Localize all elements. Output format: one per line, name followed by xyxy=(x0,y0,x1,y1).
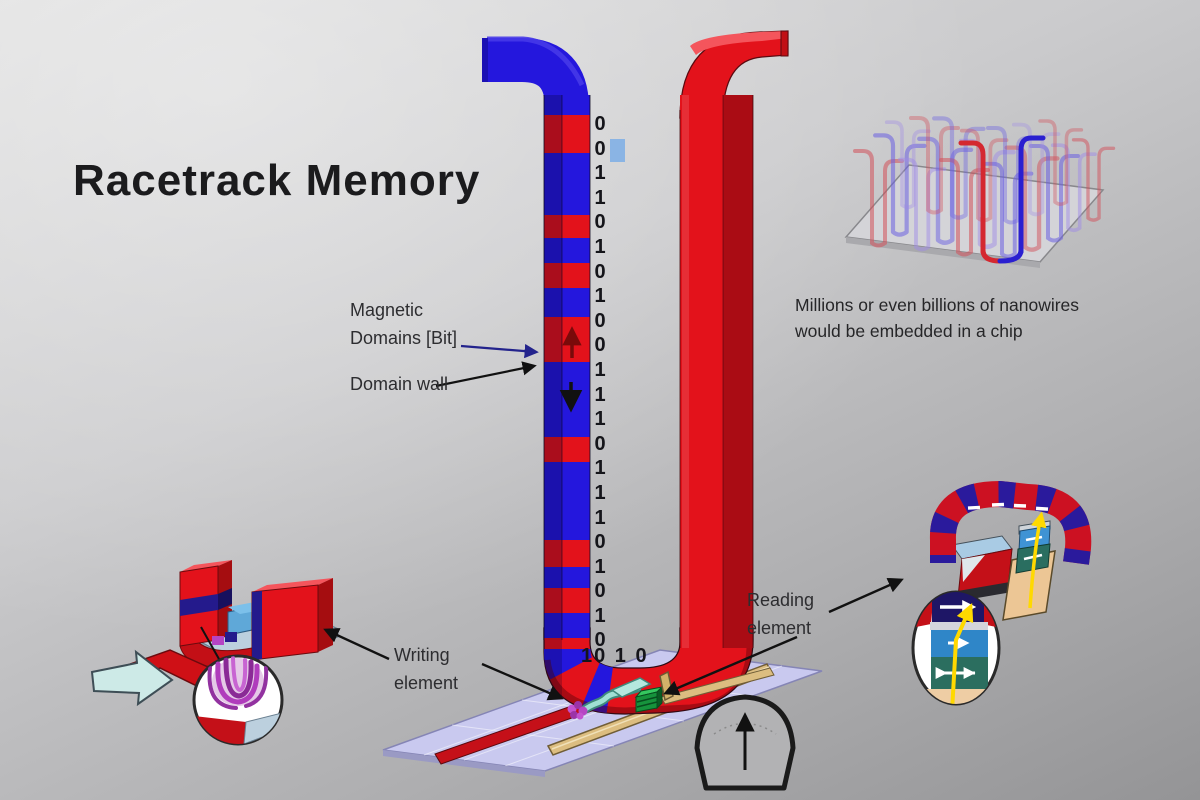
read-head-magnifier xyxy=(911,590,1001,706)
writing-element-device xyxy=(567,677,652,720)
magnetic-domains-label: Magnetic Domains [Bit] xyxy=(350,300,458,348)
bit-digit: 0 xyxy=(594,531,606,554)
bit-digit: 1 xyxy=(594,285,606,308)
bit-digit: 1 xyxy=(594,358,606,381)
reading-element-label: Reading element xyxy=(747,590,815,638)
field-arrow-icon xyxy=(90,649,174,707)
highlighted-nanowire xyxy=(958,135,1046,264)
bit-digit: 1 xyxy=(594,186,606,209)
bit-digit: 1 xyxy=(594,555,606,578)
nanowire-right-arm xyxy=(679,30,789,648)
writing-element-arrow xyxy=(481,662,564,701)
bit-digit: 0 xyxy=(594,629,606,652)
bit-digit: 1 xyxy=(594,162,606,185)
bit-digit: 1 xyxy=(594,481,606,504)
bit-digit: 0 xyxy=(594,211,606,234)
bit-digit: 0 xyxy=(594,334,606,357)
domain-wall-arrow xyxy=(435,361,537,388)
bit-digit: 1 xyxy=(594,383,606,406)
writing-illustration-arrow xyxy=(323,628,390,661)
bit-digit: 0 xyxy=(594,113,606,135)
bit-digit: 0 xyxy=(594,260,606,283)
bit-digit: 1 xyxy=(594,604,606,627)
bit-digit: 0 xyxy=(594,432,606,455)
nanowire-left-arm xyxy=(482,36,591,640)
bit-digit: 0 xyxy=(594,309,606,332)
page-title: Racetrack Memory xyxy=(73,156,481,205)
bit-digit: 1 xyxy=(594,506,606,529)
bit-digit: 1 xyxy=(594,408,606,431)
write-head-magnifier xyxy=(192,654,284,746)
writing-element-illustration xyxy=(90,560,341,746)
bit-digit: 1 xyxy=(594,235,606,258)
bit-digit: 1 xyxy=(594,457,606,480)
bit-highlight-square xyxy=(610,139,625,162)
writing-vortex xyxy=(567,701,588,720)
chip-illustration xyxy=(844,116,1116,268)
reading-element-illustration xyxy=(911,480,1092,706)
reading-element-device xyxy=(634,685,664,713)
reading-element-arrow xyxy=(663,635,798,696)
magnetic-domains-arrow xyxy=(460,343,539,359)
domain-wall-label: Domain wall xyxy=(350,374,449,394)
writing-element-label: Writing element xyxy=(394,645,459,693)
bit-digit: 0 xyxy=(594,137,606,160)
bit-digit: 0 xyxy=(594,580,606,603)
current-meter-gauge xyxy=(694,694,796,791)
reading-illustration-arrow xyxy=(828,577,904,614)
chip-caption: Millions or even billions of nanowires w… xyxy=(795,295,1080,341)
bit-bottom-row: 10 1 0 xyxy=(581,645,649,667)
